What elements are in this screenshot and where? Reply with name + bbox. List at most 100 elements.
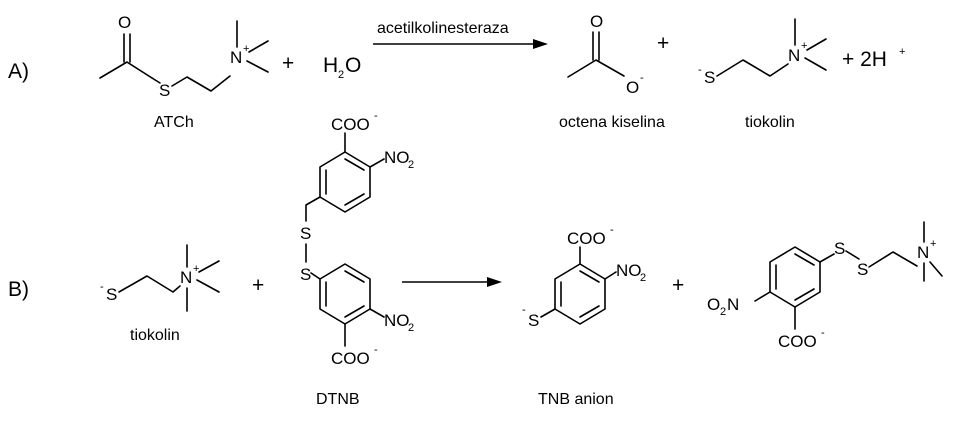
acetate-charge: -	[640, 72, 644, 84]
mixed-coo-charge: -	[821, 327, 825, 339]
water-sub: 2	[338, 69, 344, 81]
thiocholine-a-name: tiokolin	[745, 114, 795, 131]
mixed-sulfur-1: S	[834, 239, 845, 258]
dtnb-upper-no2-sub: 2	[408, 159, 414, 171]
tnb-s-charge: -	[522, 304, 526, 316]
water-o: O	[345, 54, 361, 77]
reaction-a-arrow-head	[533, 39, 548, 49]
atch-backbone-1	[99, 61, 153, 79]
acetate-oxygen: O	[626, 78, 639, 97]
thiocholine-a-charge: -	[698, 64, 702, 76]
mixed-ring-double	[775, 253, 815, 301]
acetate-molecule: O O - octena kiselina	[559, 12, 665, 131]
thiocholine-b-name: tiokolin	[130, 327, 180, 344]
tnb-no2-sub: 2	[640, 272, 646, 284]
atch-nitrogen: N	[230, 48, 242, 67]
reaction-b-arrow-head	[487, 277, 502, 287]
dtnb-lower-no2-bond	[369, 308, 385, 318]
atch-cs-bond	[151, 77, 161, 84]
atch-name: ATCh	[154, 114, 194, 131]
dtnb-ring-upper-double	[325, 158, 365, 206]
tnb-anion-molecule: COO - NO 2 - S TNB anion	[522, 224, 646, 408]
thiocholine-b-n-charge: +	[193, 263, 199, 275]
acetate-oxygen-top: O	[590, 12, 603, 31]
dtnb-lower-no2-sub: 2	[408, 322, 414, 334]
enzyme-label: acetilkolinesteraza	[377, 20, 509, 37]
dtnb-ring-lower-double	[325, 270, 365, 318]
mixed-no2-bond	[754, 291, 771, 302]
atch-n-charge: +	[243, 43, 249, 55]
mixed-s-bond	[819, 253, 835, 263]
tnb-no2-bond	[604, 271, 617, 280]
dtnb-upper-no2: NO	[384, 148, 410, 167]
reaction-a-plus-3: + 2H	[842, 48, 887, 71]
reaction-a-arrow	[373, 39, 548, 49]
acetate-backbone	[567, 59, 625, 78]
reaction-b: B) - S N + tiokolin + COO - NO 2 S S	[8, 110, 943, 408]
reaction-a-plus-1: +	[282, 52, 294, 75]
tnb-sulfur: S	[528, 311, 539, 330]
dtnb-molecule: COO - NO 2 S S NO 2 COO - DTNB	[300, 110, 414, 408]
atch-methyl-bonds	[236, 20, 269, 73]
mixed-o2n-n: N	[727, 295, 739, 314]
dtnb-sulfur-1: S	[300, 224, 311, 243]
thiocholine-b-chain	[118, 275, 181, 293]
mixed-o2n-o: O	[707, 295, 720, 314]
acetate-carbonyl-bond	[592, 31, 600, 61]
dtnb-upper-coo-charge: -	[374, 110, 378, 122]
reaction-b-plus-2: +	[672, 274, 684, 297]
thiocholine-a-molecule: - S N + tiokolin	[698, 18, 827, 131]
reaction-b-arrow	[402, 277, 502, 287]
tnb-name: TNB anion	[538, 391, 614, 408]
thiocholine-a-chain	[716, 59, 789, 77]
water-molecule: H 2 O	[323, 54, 361, 81]
atch-molecule: O S N + ATCh	[99, 13, 269, 131]
thiocholine-a-methyls	[794, 18, 827, 71]
mixed-o2n-sub: 2	[720, 306, 726, 318]
atch-chain	[171, 75, 231, 92]
dtnb-upper-s-bond	[305, 196, 321, 222]
dtnb-ring-lower	[319, 263, 371, 325]
water-h: H	[323, 54, 338, 77]
dtnb-lower-coo-charge: -	[374, 344, 378, 356]
thiocholine-b-molecule: - S N + tiokolin	[100, 244, 220, 344]
mixed-ring	[769, 246, 821, 308]
reaction-b-label: B)	[8, 278, 29, 301]
reaction-a-plus-2: +	[657, 32, 669, 55]
tnb-ring-double	[560, 270, 600, 318]
thiocholine-a-nitrogen: N	[788, 46, 800, 65]
thiocholine-b-charge: -	[100, 281, 104, 293]
thiocholine-a-n-charge: +	[801, 40, 807, 52]
dtnb-upper-coo: COO	[331, 115, 370, 134]
dtnb-lower-coo: COO	[331, 349, 370, 368]
mixed-coo: COO	[778, 332, 817, 351]
thiocholine-b-methyls	[186, 244, 220, 312]
thiocholine-b-sulfur: S	[106, 285, 117, 304]
reaction-b-plus-1: +	[252, 274, 264, 297]
proton-charge: +	[899, 46, 905, 58]
atch-oxygen: O	[118, 13, 131, 32]
atch-carbonyl-bond	[123, 33, 131, 63]
mixed-disulfide-bond	[845, 250, 860, 260]
tnb-coo: COO	[567, 229, 606, 248]
thiocholine-a-sulfur: S	[704, 68, 715, 87]
atch-sulfur: S	[159, 81, 170, 100]
dtnb-ring-upper	[319, 151, 371, 213]
mixed-n-charge: +	[930, 238, 936, 250]
tnb-ring	[554, 263, 606, 325]
dtnb-upper-no2-bond	[369, 158, 385, 168]
acetate-name: octena kiselina	[559, 114, 665, 131]
thiocholine-b-nitrogen: N	[180, 268, 192, 287]
dtnb-sulfur-2: S	[300, 265, 311, 284]
reaction-a-label: A)	[8, 60, 29, 83]
dtnb-lower-no2: NO	[384, 311, 410, 330]
reaction-a: A) O S N + ATCh + H 2 O acetilkolinester…	[8, 12, 905, 131]
tnb-no2: NO	[616, 261, 642, 280]
dtnb-lower-s-bond	[310, 272, 321, 280]
tnb-coo-charge: -	[610, 224, 614, 236]
mixed-disulfide-molecule: O 2 N COO - S S N +	[707, 221, 943, 351]
mixed-nitrogen: N	[917, 243, 929, 262]
mixed-chain	[868, 251, 918, 268]
mixed-methyls	[923, 221, 943, 282]
